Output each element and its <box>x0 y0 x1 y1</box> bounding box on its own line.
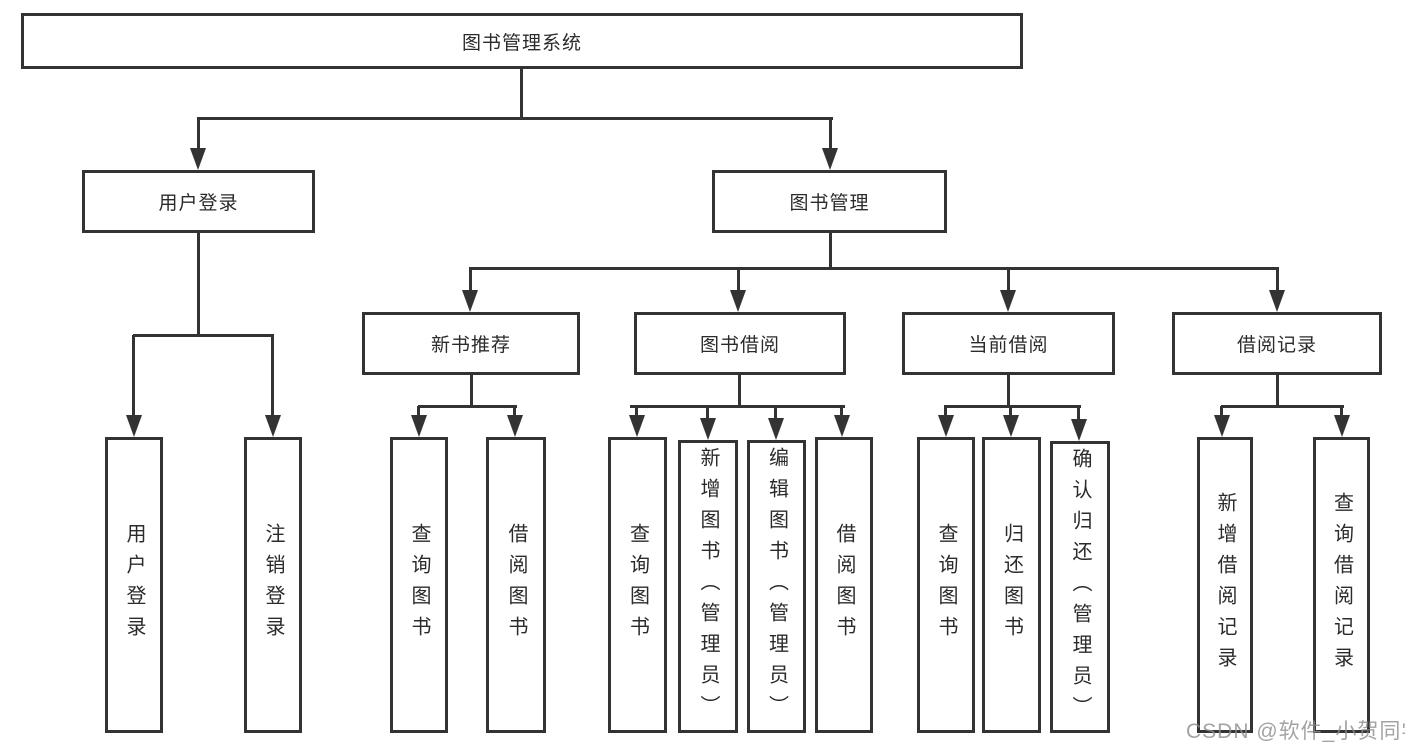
edge-leaf-c4 <box>840 406 843 416</box>
node-leaf-logout: 注销登录 <box>244 437 302 733</box>
arrow-leaf-b1 <box>411 415 427 437</box>
csdn-watermark: CSDN @软件_小贺同学 <box>1186 720 1405 743</box>
edge-borrow-rail <box>630 405 845 408</box>
edge-to-borrow <box>737 268 740 292</box>
node-leaf-add-book-admin: 新增图书（管理员） <box>678 440 738 733</box>
node-label: 确认归还（管理员） <box>1069 447 1091 727</box>
node-book-borrow: 图书借阅 <box>634 312 846 375</box>
node-current-borrow: 当前借阅 <box>902 312 1115 375</box>
arrow-leaf-e1 <box>1214 415 1230 437</box>
arrow-leaf-c3 <box>768 418 784 440</box>
edge-book-mgmt-stem <box>829 233 832 269</box>
arrow-leaf-e2 <box>1334 415 1350 437</box>
node-leaf-add-borrow-record: 新增借阅记录 <box>1197 437 1253 733</box>
node-leaf-confirm-return-admin: 确认归还（管理员） <box>1050 441 1110 733</box>
node-leaf-query-book-3: 查询图书 <box>917 437 975 733</box>
arrow-to-logout <box>265 415 281 437</box>
node-library-system: 图书管理系统 <box>21 13 1023 69</box>
node-label: 图书借阅 <box>699 335 780 356</box>
edge-to-user-login <box>197 118 200 150</box>
node-borrow-record: 借阅记录 <box>1172 312 1382 375</box>
edge-borrow-stem <box>738 375 741 406</box>
edge-leaf-d1 <box>944 406 947 416</box>
node-user-login: 用户登录 <box>82 170 315 233</box>
edge-user-login-rail <box>133 334 274 337</box>
node-label: 查询借阅记录 <box>1330 492 1353 678</box>
arrow-to-current <box>1000 290 1016 312</box>
arrow-leaf-c1 <box>629 415 645 437</box>
arrow-leaf-c2 <box>700 418 716 440</box>
node-leaf-edit-book-admin: 编辑图书（管理员） <box>747 440 806 733</box>
node-label: 新增借阅记录 <box>1214 492 1236 678</box>
node-label: 查询图书 <box>626 523 649 647</box>
edge-leaf-b1 <box>417 406 420 416</box>
node-leaf-borrow-book-1: 借阅图书 <box>486 437 546 733</box>
edge-leaf-e2 <box>1340 406 1343 416</box>
node-label: 新书推荐 <box>430 335 511 356</box>
node-leaf-query-book-2: 查询图书 <box>608 437 667 733</box>
node-label: 编辑图书（管理员） <box>765 447 788 726</box>
node-label: 注销登录 <box>262 523 284 647</box>
edge-to-new-book <box>469 268 472 292</box>
arrow-to-borrow <box>730 290 746 312</box>
arrow-leaf-d3 <box>1071 419 1087 441</box>
node-leaf-user-login: 用户登录 <box>105 437 163 733</box>
node-label: 用户登录 <box>158 193 239 214</box>
edge-leaf-c1 <box>635 406 638 416</box>
node-leaf-borrow-book-2: 借阅图书 <box>815 437 873 733</box>
edge-leaf-d2 <box>1009 406 1012 416</box>
node-label: 查询图书 <box>408 523 430 647</box>
arrow-leaf-d2 <box>1003 415 1019 437</box>
node-new-book-recommend: 新书推荐 <box>362 312 580 375</box>
node-leaf-query-book-1: 查询图书 <box>390 437 448 733</box>
node-label: 新增图书（管理员） <box>697 447 719 726</box>
edge-user-login-stem <box>197 233 200 335</box>
edge-root-rail <box>197 117 833 120</box>
arrow-to-user-login <box>190 148 206 170</box>
edge-new-book-rail <box>418 405 517 408</box>
edge-current-rail <box>944 405 1081 408</box>
edge-leaf-c2 <box>706 406 709 418</box>
node-label: 图书管理 <box>789 193 870 214</box>
arrow-leaf-c4 <box>834 415 850 437</box>
edge-new-book-stem <box>470 375 473 406</box>
edge-to-logout <box>271 335 274 415</box>
node-label: 用户登录 <box>123 523 145 647</box>
node-label: 图书管理系统 <box>461 32 582 54</box>
edge-root-stem <box>520 69 523 118</box>
edge-book-mgmt-rail <box>469 267 1279 270</box>
arrow-to-new-book <box>462 290 478 312</box>
edge-to-book-mgmt <box>829 118 832 150</box>
edge-record-rail <box>1221 405 1344 408</box>
edge-to-login <box>132 335 135 415</box>
edge-leaf-c3 <box>774 406 777 418</box>
arrow-to-record <box>1269 290 1285 312</box>
edge-leaf-e1 <box>1220 406 1223 416</box>
edge-leaf-d3 <box>1077 406 1080 419</box>
edge-record-stem <box>1276 375 1279 406</box>
edge-leaf-b2 <box>513 406 516 416</box>
node-label: 借阅图书 <box>505 523 527 647</box>
edge-current-stem <box>1007 375 1010 406</box>
node-leaf-query-borrow-record: 查询借阅记录 <box>1313 437 1370 733</box>
node-label: 当前借阅 <box>968 335 1049 356</box>
edge-to-record <box>1276 268 1279 292</box>
node-book-management: 图书管理 <box>712 170 947 233</box>
arrow-to-book-mgmt <box>822 148 838 170</box>
node-label: 借阅记录 <box>1236 335 1317 356</box>
node-label: 归还图书 <box>1000 523 1023 647</box>
arrow-leaf-b2 <box>507 415 523 437</box>
node-label: 借阅图书 <box>833 523 855 647</box>
node-leaf-return-book: 归还图书 <box>982 437 1041 733</box>
node-label: 查询图书 <box>935 523 957 647</box>
arrow-leaf-d1 <box>938 415 954 437</box>
edge-to-current <box>1007 268 1010 292</box>
arrow-to-login <box>126 415 142 437</box>
